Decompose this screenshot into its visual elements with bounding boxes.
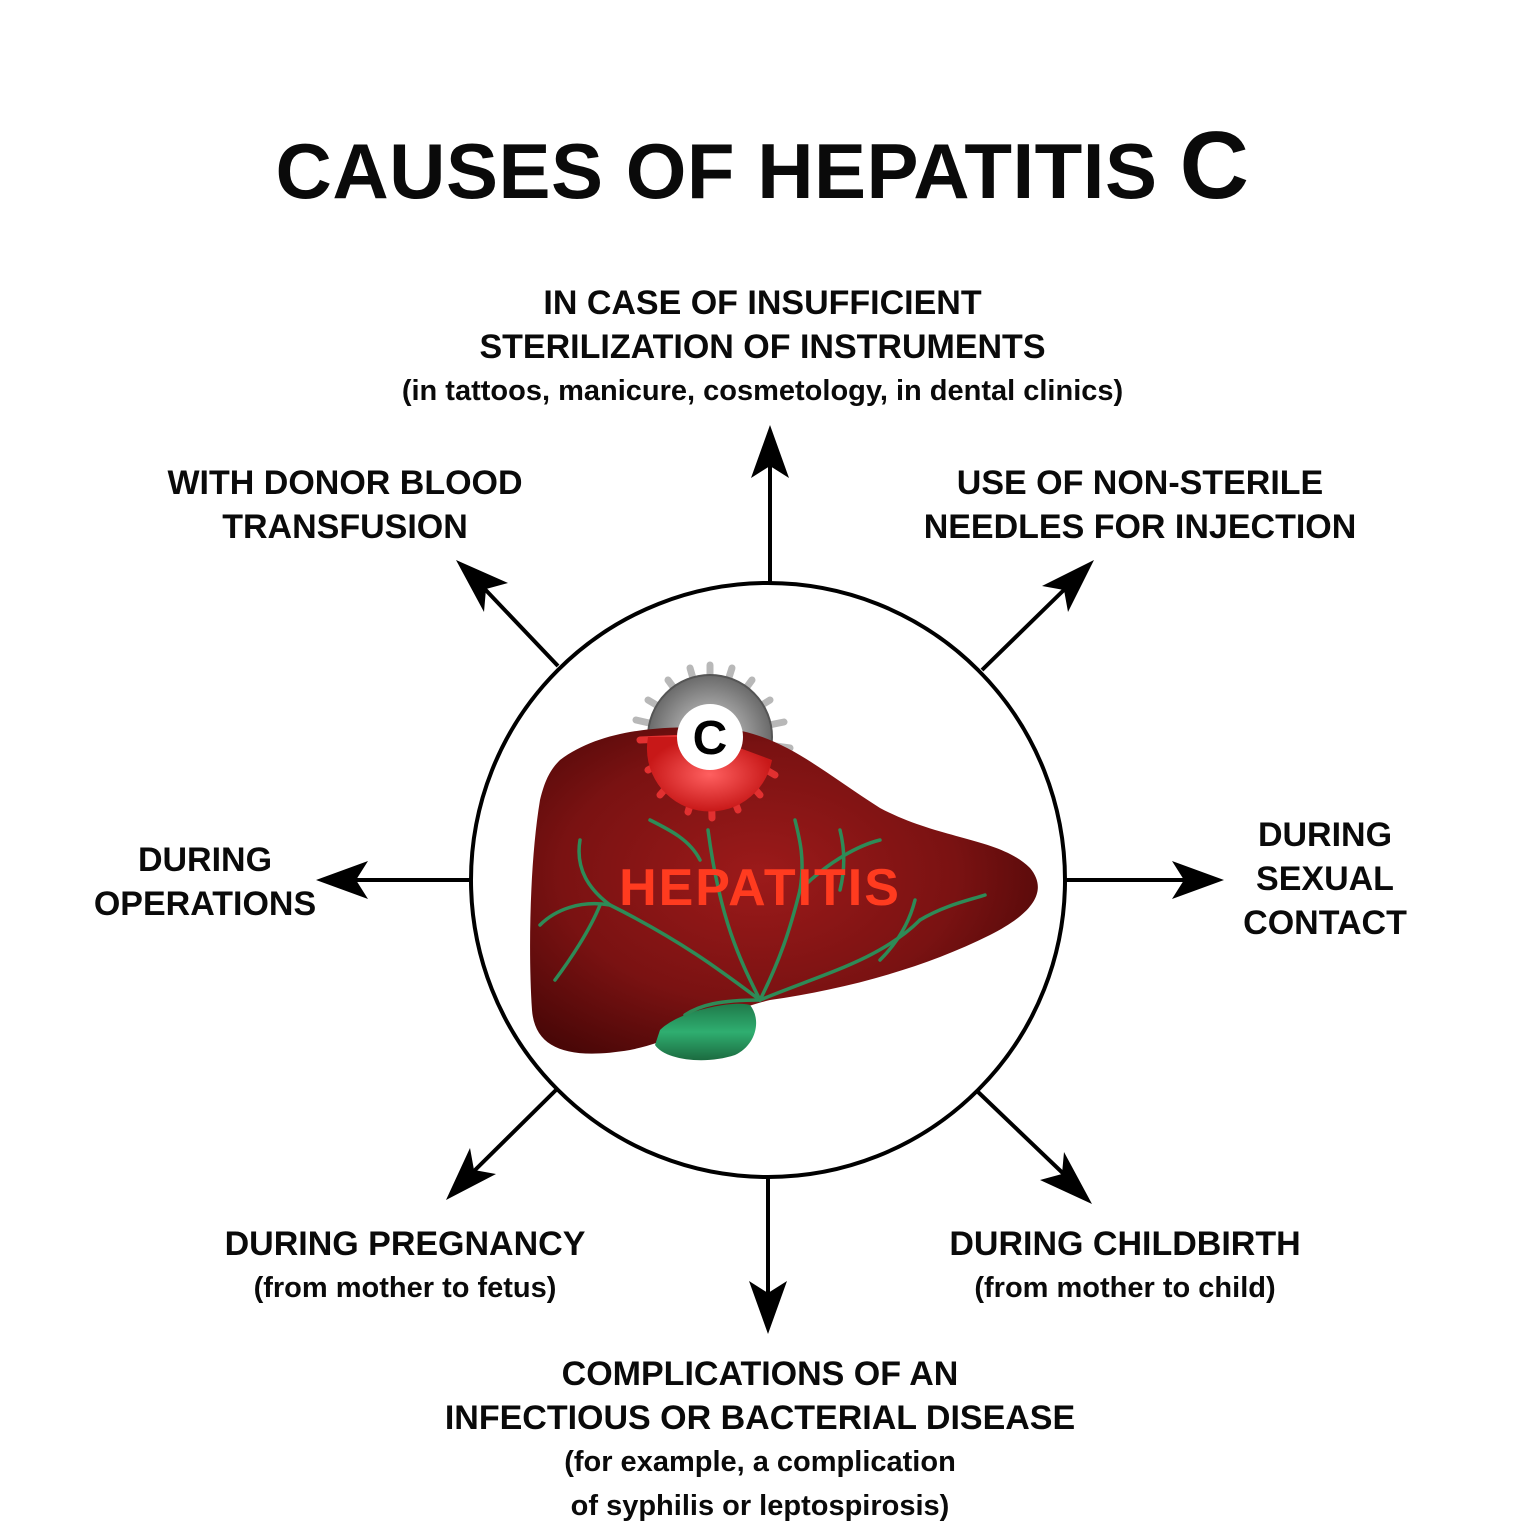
cause-line: WITH DONOR BLOOD — [167, 464, 523, 502]
arrow-right — [1066, 861, 1224, 899]
arrows — [316, 425, 1224, 1334]
cause-line: TRANSFUSION — [222, 508, 468, 546]
cause-line: IN CASE OF INSUFFICIENT — [543, 284, 982, 322]
arrow-up — [751, 425, 789, 583]
cause-childbirth: DURING CHILDBIRTH (from mother to child) — [910, 1222, 1340, 1310]
arrow-left-up — [456, 560, 560, 668]
cause-line: NEEDLES FOR INJECTION — [923, 508, 1357, 546]
cause-detail: (from mother to child) — [974, 1272, 1276, 1304]
arrow-left — [316, 861, 471, 899]
cause-line: DURING PREGNANCY — [224, 1225, 586, 1263]
cause-transfusion: WITH DONOR BLOOD TRANSFUSION — [130, 461, 560, 549]
cause-line: DURING — [137, 841, 273, 879]
organ-label: HEPATITIS — [619, 859, 901, 917]
cause-line: COMPLICATIONS OF AN — [561, 1355, 959, 1393]
liver-illustration: C HEPATITIS — [530, 661, 1038, 1061]
cause-line: USE OF NON-STERILE — [956, 464, 1324, 502]
cause-line: DURING — [1257, 816, 1393, 854]
cause-operations: DURING OPERATIONS — [70, 838, 340, 926]
cause-pregnancy: DURING PREGNANCY (from mother to fetus) — [190, 1222, 620, 1310]
virus-letter: C — [693, 712, 728, 765]
cause-sexual: DURING SEXUAL CONTACT — [1220, 813, 1430, 945]
cause-detail: (for example, a complication — [564, 1446, 956, 1478]
cause-complications: COMPLICATIONS OF AN INFECTIOUS OR BACTER… — [380, 1352, 1140, 1528]
cause-sterilization: IN CASE OF INSUFFICIENT STERILIZATION OF… — [0, 281, 1525, 413]
arrow-down-left — [446, 1088, 558, 1200]
cause-detail: (from mother to fetus) — [253, 1272, 557, 1304]
arrow-up-right — [980, 560, 1094, 672]
arrow-down-right — [974, 1088, 1092, 1204]
cause-line: STERILIZATION OF INSTRUMENTS — [479, 328, 1046, 366]
virus-letter-badge — [677, 704, 743, 770]
cause-line: SEXUAL — [1256, 860, 1394, 898]
page-title: CAUSES OF HEPATITIS C — [0, 118, 1525, 214]
cause-needles: USE OF NON-STERILE NEEDLES FOR INJECTION — [890, 461, 1390, 549]
cause-line: OPERATIONS — [93, 885, 317, 923]
cause-line: INFECTIOUS OR BACTERIAL DISEASE — [444, 1399, 1076, 1437]
title-suffix: C — [1179, 112, 1250, 219]
cause-line: CONTACT — [1243, 904, 1407, 942]
cause-detail: of syphilis or leptospirosis) — [570, 1490, 950, 1522]
title-prefix: CAUSES OF HEPATITIS — [275, 127, 1158, 215]
cause-line: DURING CHILDBIRTH — [949, 1225, 1301, 1263]
cause-detail: (in tattoos, manicure, cosmetology, in d… — [401, 375, 1124, 407]
gallbladder — [655, 1003, 757, 1061]
liver-shape — [530, 727, 1038, 1054]
bile-ducts — [538, 818, 987, 1017]
arrow-down — [749, 1178, 787, 1334]
